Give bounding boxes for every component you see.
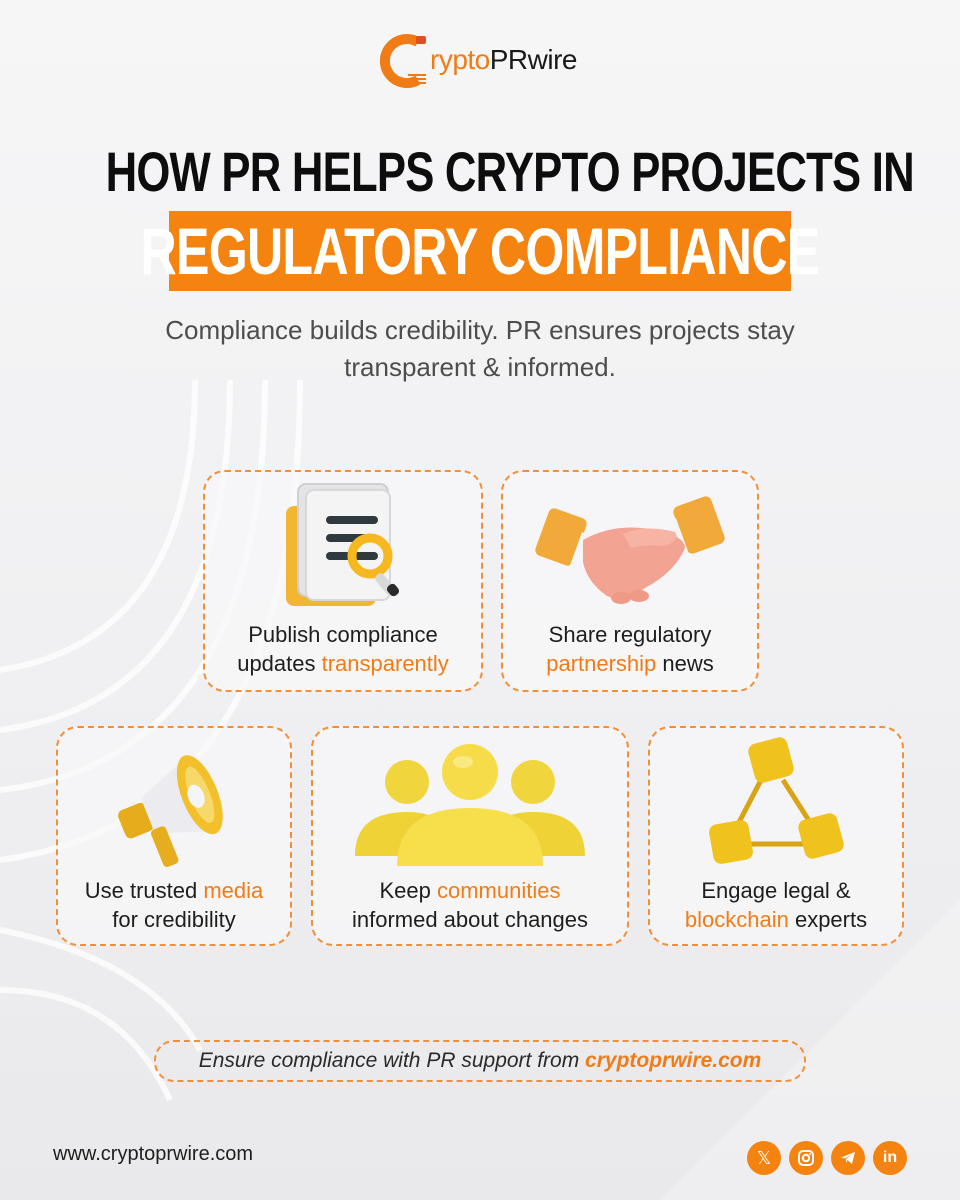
brand-logo: ryptoPRwire xyxy=(378,30,577,90)
card-label: Publish compliance updates transparently xyxy=(205,620,481,678)
footer-website-link[interactable]: www.cryptoprwire.com xyxy=(53,1143,254,1165)
document-search-icon xyxy=(268,476,418,612)
label-highlight: blockchain xyxy=(684,907,789,932)
x-twitter-button[interactable]: 𝕏 xyxy=(747,1141,781,1175)
handshake-icon xyxy=(535,492,725,612)
card-label: Engage legal & blockchain experts xyxy=(650,876,902,934)
card-share-partnership: Share regulatory partnership news xyxy=(501,470,759,692)
instagram-icon xyxy=(798,1150,814,1166)
title-highlight-box xyxy=(169,211,791,291)
label-text: updates xyxy=(237,651,322,676)
subtitle: Compliance builds credibility. PR ensure… xyxy=(100,312,860,386)
label-text: news xyxy=(656,651,714,676)
blockchain-icon xyxy=(701,736,851,870)
card-label-line1: Publish compliance xyxy=(248,622,438,647)
logo-wordmark: ryptoPRwire xyxy=(430,44,577,76)
x-icon: 𝕏 xyxy=(756,1147,772,1169)
logo-text-crypto: rypto xyxy=(430,44,490,75)
logo-c-mark-icon xyxy=(378,30,434,90)
instagram-button[interactable] xyxy=(789,1141,823,1175)
card-label: Share regulatory partnership news xyxy=(503,620,757,678)
card-label-line2: for credibility xyxy=(112,907,236,932)
linkedin-button[interactable]: in xyxy=(873,1141,907,1175)
megaphone-icon xyxy=(109,738,239,868)
label-text: Use trusted xyxy=(84,878,204,903)
card-trusted-media: Use trusted media for credibility xyxy=(56,726,292,946)
card-label-line2: informed about changes xyxy=(351,907,589,932)
label-highlight: communities xyxy=(437,878,561,903)
community-icon xyxy=(345,742,595,868)
label-highlight: media xyxy=(203,878,264,903)
telegram-icon xyxy=(841,1152,855,1164)
card-label-line1: Share regulatory xyxy=(548,622,712,647)
cta-link[interactable]: cryptoprwire.com xyxy=(585,1049,762,1072)
cta-text: Ensure compliance with PR support from xyxy=(198,1049,586,1072)
card-keep-communities: Keep communities informed about changes xyxy=(311,726,629,946)
telegram-button[interactable] xyxy=(831,1141,865,1175)
subtitle-line2: transparent & informed. xyxy=(344,352,616,382)
card-label: Keep communities informed about changes xyxy=(313,876,627,934)
page-title-line2: REGULATORY COMPLIANCE xyxy=(140,214,821,288)
card-label: Use trusted media for credibility xyxy=(58,876,290,934)
page-title-line1: HOW PR HELPS CRYPTO PROJECTS IN xyxy=(105,140,915,203)
card-engage-experts: Engage legal & blockchain experts xyxy=(648,726,904,946)
social-links: 𝕏 in xyxy=(747,1141,907,1175)
cta-banner: Ensure compliance with PR support from c… xyxy=(154,1040,806,1082)
label-text: Keep xyxy=(379,878,437,903)
card-label-line2: partnership news xyxy=(503,649,757,678)
subtitle-line1: Compliance builds credibility. PR ensure… xyxy=(165,315,795,345)
logo-text-prwire: PRwire xyxy=(489,44,578,75)
card-label-line1: Keep communities xyxy=(313,876,627,905)
label-text: experts xyxy=(788,907,868,932)
card-label-line1: Engage legal & xyxy=(701,878,851,903)
card-label-line2: blockchain experts xyxy=(650,905,902,934)
linkedin-icon: in xyxy=(882,1149,898,1166)
card-label-line2: updates transparently xyxy=(205,649,481,678)
label-highlight: transparently xyxy=(321,651,449,676)
card-label-line1: Use trusted media xyxy=(58,876,290,905)
label-highlight: partnership xyxy=(546,651,657,676)
card-publish-compliance: Publish compliance updates transparently xyxy=(203,470,483,692)
